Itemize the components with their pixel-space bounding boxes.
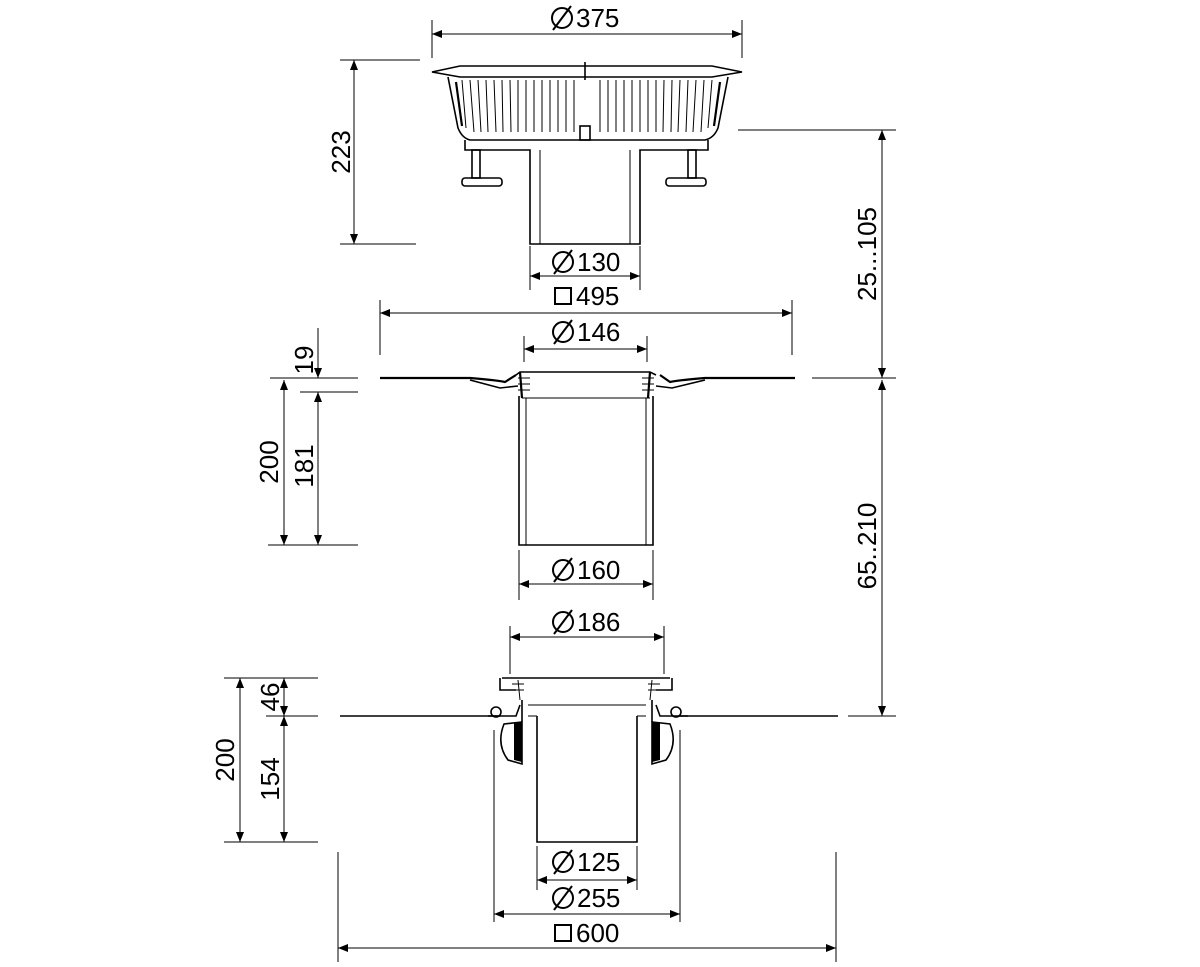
bottom-base-part [340,677,838,843]
dimension-lines [224,20,896,962]
dim-bottom-flange-diameter: 255 [577,883,620,913]
seal-rings [514,722,660,762]
dim-bottom-total-height: 200 [210,738,240,781]
dim-middle-inner-diameter: 146 [577,317,620,347]
dim-top-height: 223 [326,130,356,173]
dim-top-outlet-diameter: 130 [577,247,620,277]
dim-middle-total-height: 200 [254,440,284,483]
dim-top-diameter: 375 [576,3,619,33]
top-grating-part [431,62,743,245]
dim-bottom-upper-height: 46 [255,683,285,712]
diameter-symbols [551,5,574,911]
dim-middle-body-height: 181 [289,444,319,487]
grating-slots [454,79,722,133]
square-symbols [554,287,572,942]
middle-flange-part [380,371,795,546]
dim-bottom-square: 600 [576,918,619,948]
dim-adjust-range-top: 25...105 [852,207,882,301]
dim-adjust-range-mid: 65..210 [852,503,882,590]
dim-middle-outlet-diameter: 160 [577,555,620,585]
dim-bottom-outlet-diameter: 125 [577,847,620,877]
dim-bottom-lower-height: 154 [255,757,285,800]
dim-top-square: 495 [576,281,619,311]
dim-middle-flange-thickness: 19 [289,346,319,375]
dim-bottom-top-diameter: 186 [577,607,620,637]
